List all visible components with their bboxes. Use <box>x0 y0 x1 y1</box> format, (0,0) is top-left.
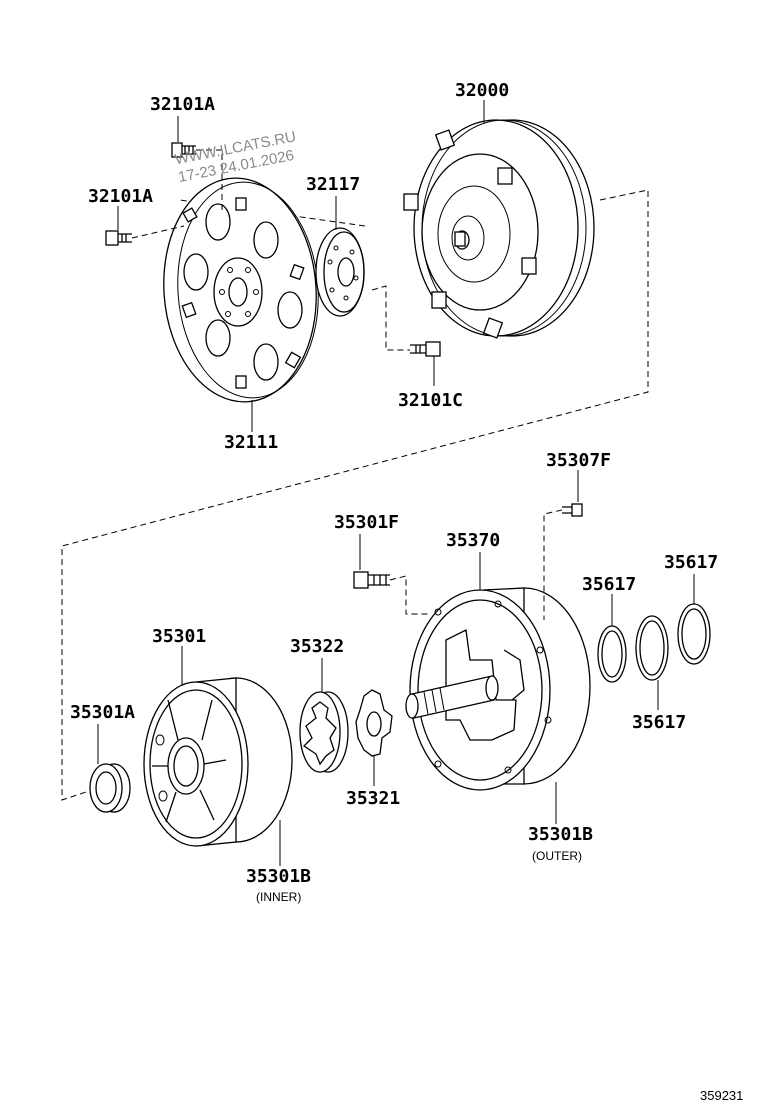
sublabel-outer: (OUTER) <box>532 849 582 863</box>
sublabel-inner: (INNER) <box>256 890 301 904</box>
label-35370: 35370 <box>446 530 500 551</box>
seal-ring-35617-a <box>597 594 627 683</box>
diagram-reference-number: 359231 <box>700 1088 743 1103</box>
label-35301B-outer: 35301B <box>528 824 593 845</box>
bolt-32101A-top <box>171 116 223 210</box>
part-labels: 32101A 32000 32101A 32117 32101C 32111 3… <box>70 80 743 1103</box>
label-32101C: 32101C <box>398 390 463 411</box>
label-35322: 35322 <box>290 636 344 657</box>
torque-converter-32000 <box>403 100 595 339</box>
drive-gear-35321 <box>355 689 393 786</box>
label-35321: 35321 <box>346 788 400 809</box>
label-32101A-top: 32101A <box>150 94 215 115</box>
seal-ring-35617-c <box>677 574 711 665</box>
label-35301: 35301 <box>152 626 206 647</box>
drive-plate-32111 <box>163 177 319 432</box>
pump-body-35301 <box>143 646 293 866</box>
label-32111: 32111 <box>224 432 278 453</box>
watermark: WWW.ILCATS.RU 17-23 24.01.2026 <box>173 128 297 186</box>
stator-support-35370 <box>405 552 591 824</box>
label-32117: 32117 <box>306 174 360 195</box>
label-32101A-left: 32101A <box>88 186 153 207</box>
label-35617-mid: 35617 <box>582 574 636 595</box>
label-35617-top: 35617 <box>664 552 718 573</box>
seal-ring-35617-b <box>635 615 669 710</box>
label-35617-bottom: 35617 <box>632 712 686 733</box>
bolt-32101A-left <box>105 206 185 246</box>
bolt-35301F <box>353 534 430 615</box>
bolt-35307F <box>543 470 583 620</box>
label-32000: 32000 <box>455 80 509 101</box>
label-35301B-inner: 35301B <box>246 866 311 887</box>
driven-gear-35322 <box>299 658 349 773</box>
spacer-32117 <box>315 196 365 317</box>
bolt-32101C <box>371 285 441 386</box>
oil-seal-35301A <box>89 724 131 813</box>
label-35307F: 35307F <box>546 450 611 471</box>
label-35301A: 35301A <box>70 702 135 723</box>
label-35301F: 35301F <box>334 512 399 533</box>
